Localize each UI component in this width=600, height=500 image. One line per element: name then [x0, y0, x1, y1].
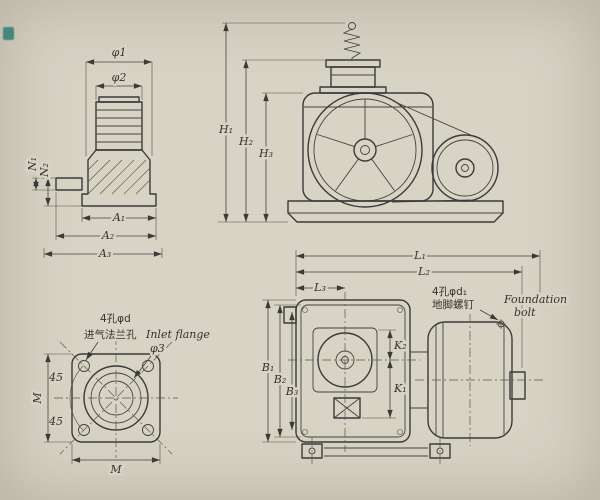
inlet-holes-note: 4孔φd [100, 312, 131, 325]
dim-k1: K₁ [393, 382, 407, 395]
section-hatching [87, 159, 151, 195]
pump-body-plan [283, 299, 428, 443]
dim-b3: B₃ [285, 385, 299, 398]
inlet-flange-view: 45 45 M M 4孔φd 进气法兰孔 Inlet flange φ3 [29, 310, 213, 479]
dim-phi2: φ2 [112, 71, 127, 84]
belt-wheel [307, 92, 423, 208]
dim-l3: L₃ [313, 281, 326, 294]
foundation-bolt-note-cn1: 4孔φd₁ [432, 285, 467, 298]
flange-part-outline [55, 96, 157, 207]
height-dimensions: H₁ H₂ H₃ [215, 22, 345, 223]
dim-a3: A₃ [98, 247, 111, 260]
dim-a2: A₂ [101, 229, 114, 242]
dim-m-bottom: M [109, 463, 122, 476]
dim-k2: K₂ [393, 339, 407, 352]
inlet-flange-dimensions: 45 45 M M 4孔φd 进气法兰孔 Inlet flange φ3 [29, 310, 213, 479]
dim-h2: H₂ [238, 135, 253, 148]
dim-h1: H₁ [218, 123, 233, 136]
inlet-flange-label-cn: 进气法兰孔 [84, 328, 137, 341]
dim-l1: L₁ [413, 249, 426, 262]
scan-mark [3, 27, 14, 40]
dim-b1: B₁ [261, 361, 275, 374]
dim-n2: N₂ [38, 163, 51, 178]
dim-h3: H₃ [258, 147, 273, 160]
dim-n1: N₁ [26, 157, 39, 172]
dim-l2: L₂ [417, 265, 430, 278]
mounting-feet [301, 319, 506, 464]
dim-phi3: φ3 [150, 342, 165, 355]
inlet-flange-plate [54, 336, 178, 458]
foundation-bolt-label-en2: bolt [514, 306, 536, 319]
pump-plan-view: L₁ L₂ L₃ B₁ B₂ B₃ K₂ K₁ 4孔φd₁ [258, 247, 570, 464]
plan-dimensions: L₁ L₂ L₃ B₁ B₂ B₃ K₂ K₁ 4孔φd₁ [258, 247, 570, 443]
foundation-bolt-note-cn2: 地脚螺钉 [432, 298, 474, 311]
dim-angle-lower: 45 [48, 415, 63, 428]
foundation-bolt-label-en1: Foundation [503, 293, 567, 306]
inlet-flange-label-en: Inlet flange [145, 328, 210, 341]
dim-phi1: φ1 [112, 46, 127, 59]
dim-b2: B₂ [273, 373, 287, 386]
flange-detail-view: φ1 φ2 N₁ N₂ A₁ A₂ [24, 44, 163, 263]
plan-centerlines [288, 292, 545, 452]
dim-a1: A₁ [112, 211, 125, 224]
dim-angle-upper: 45 [48, 371, 63, 384]
base-side [287, 200, 504, 223]
flange-dimensions: φ1 φ2 N₁ N₂ A₁ A₂ [24, 44, 163, 263]
dim-m-side: M [31, 392, 44, 405]
motor-plan [427, 321, 526, 439]
pump-side-view: H₁ H₂ H₃ [215, 22, 504, 223]
